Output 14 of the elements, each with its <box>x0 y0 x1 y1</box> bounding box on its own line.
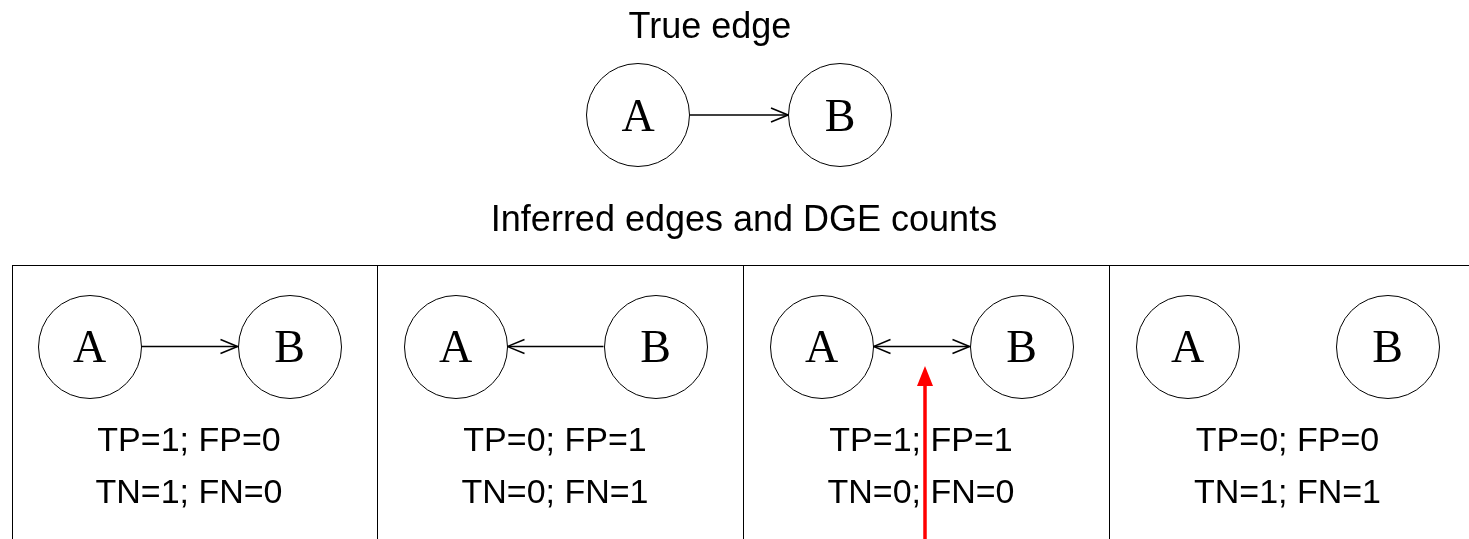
count-text: TP=0; FP=0 <box>1194 418 1381 459</box>
diagram-title: True edge <box>627 5 793 47</box>
count-text: TN=1; FN=0 <box>94 470 284 511</box>
count-text: TN=0; FN=1 <box>460 470 650 511</box>
arrow <box>689 107 789 123</box>
count-text: TN=0; FN=0 <box>826 470 1016 511</box>
arrow <box>872 338 971 355</box>
count-text: TP=0; FP=1 <box>462 418 648 459</box>
count-text: TP=1; FP=1 <box>828 418 1014 459</box>
arrow <box>506 338 605 355</box>
arrow <box>140 338 239 355</box>
count-text: TN=1; FN=1 <box>1192 470 1383 511</box>
section-heading: Inferred edges and DGE counts <box>489 198 999 240</box>
count-text: TP=1; FP=0 <box>96 418 282 459</box>
